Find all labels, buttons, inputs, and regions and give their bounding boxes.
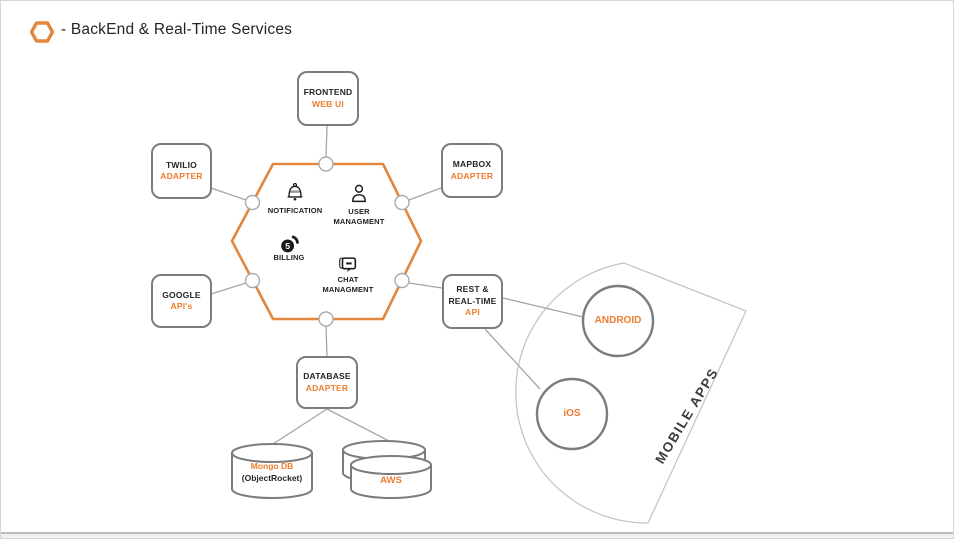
port-upper-left — [244, 194, 261, 211]
aws-label: AWS — [380, 475, 402, 486]
node-label: DATABASE — [303, 371, 351, 382]
service-label-line: MANAGMENT — [333, 216, 385, 226]
connector-twilio-hexagon — [210, 187, 247, 201]
port-lower-right — [394, 272, 410, 289]
connector-database-mongo — [272, 408, 328, 445]
port-bottom — [318, 311, 334, 327]
service-label-notification: NOTIFICATION — [267, 206, 323, 215]
connector-frontend-hexagon — [325, 125, 328, 158]
mongo-db-provider: (ObjectRocket) — [241, 472, 303, 483]
node-label: FRONTEND — [303, 87, 353, 98]
ios-circle[interactable] — [535, 377, 609, 451]
connector-rest-android — [502, 297, 584, 318]
port-top — [318, 156, 334, 172]
hexagon-icon — [30, 21, 54, 43]
node-rest-realtime-api[interactable]: REST & REAL-TIME API — [442, 274, 503, 329]
service-label-user-managment: USER MANAGMENT — [327, 207, 391, 227]
node-sublabel: ADAPTER — [450, 170, 494, 181]
ios-label: iOS — [563, 408, 581, 419]
connector-rest-ios — [484, 328, 541, 390]
node-frontend-web-ui[interactable]: FRONTEND WEB UI — [297, 71, 359, 126]
coin-value: 5 — [285, 241, 290, 251]
node-sublabel: ADAPTER — [160, 171, 203, 181]
node-label: REAL-TIME — [448, 295, 497, 306]
node-sublabel: ADAPTER — [305, 382, 349, 393]
android-circle[interactable] — [581, 284, 655, 358]
node-label: TWILIO — [166, 159, 197, 170]
node-sublabel: WEB UI — [312, 98, 344, 109]
node-label: GOOGLE — [162, 289, 201, 300]
node-mapbox-adapter[interactable]: MAPBOX ADAPTER — [441, 143, 503, 198]
hexagon-ports — [244, 156, 410, 327]
node-label: REST & — [456, 284, 489, 295]
slide-bottom-edge — [1, 532, 953, 538]
node-database-adapter[interactable]: DATABASE ADAPTER — [296, 356, 358, 409]
connector-hexagon-database — [325, 325, 328, 357]
service-label-line: MANAGMENT — [322, 284, 374, 294]
page-title: - BackEnd & Real-Time Services — [61, 21, 293, 38]
android-label: ANDROID — [594, 315, 642, 326]
connector-mapbox-hexagon — [408, 187, 442, 201]
mongo-db-label: Mongo DB (ObjectRocket) — [234, 461, 310, 485]
service-label-line: CHAT — [337, 275, 359, 284]
port-lower-left — [244, 272, 261, 289]
mongo-cylinder[interactable] — [231, 443, 313, 499]
core-services-hexagon[interactable] — [230, 162, 423, 321]
user-icon — [352, 184, 366, 203]
node-sublabel: API — [465, 307, 480, 318]
node-google-apis[interactable]: GOOGLE API's — [151, 274, 212, 328]
port-upper-right — [394, 194, 410, 211]
coin-icon: 5 — [281, 235, 299, 253]
connector-database-aws — [326, 408, 390, 442]
node-sublabel: API's — [170, 301, 193, 311]
connector-lines — [210, 125, 584, 445]
connector-rest-hexagon — [408, 282, 443, 289]
aws-cylinder[interactable] — [342, 440, 432, 499]
mongo-db-name: Mongo DB — [250, 461, 294, 471]
connector-google-hexagon — [210, 282, 247, 295]
node-label: MAPBOX — [452, 159, 492, 170]
chat-icon — [339, 257, 357, 272]
bell-icon — [287, 182, 303, 201]
service-label-billing: BILLING — [273, 253, 305, 262]
node-twilio-adapter[interactable]: TWILIO ADAPTER — [151, 143, 212, 199]
service-label-chat-managment: CHAT MANAGMENT — [318, 275, 378, 295]
service-label-line: USER — [348, 207, 370, 216]
mobile-apps-region[interactable] — [515, 262, 747, 524]
